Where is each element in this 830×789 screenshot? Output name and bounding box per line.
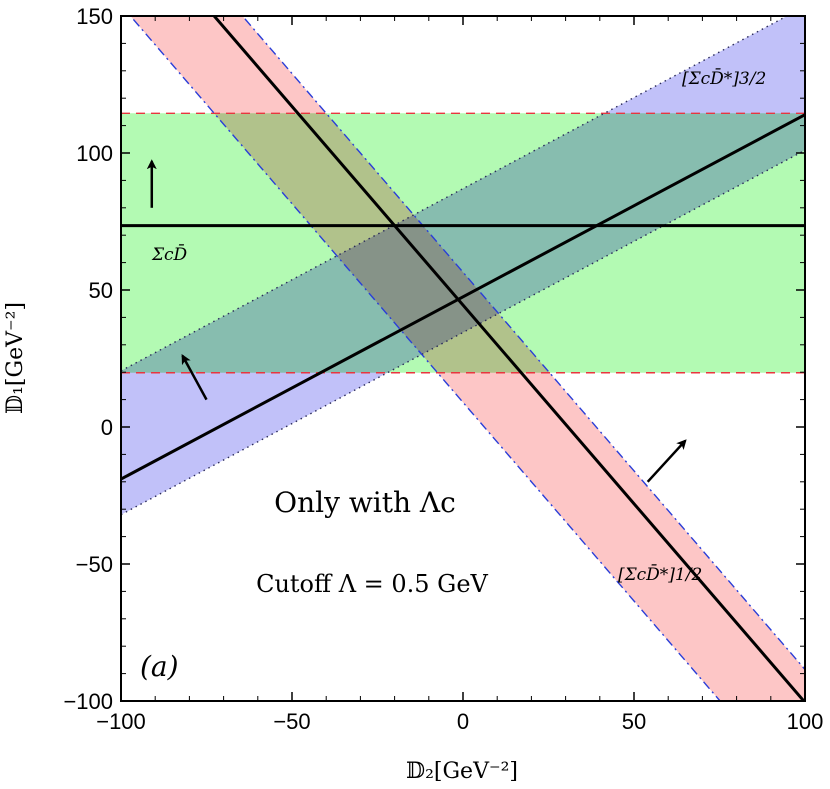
annotation-cutoff: Cutoff Λ = 0.5 GeV	[256, 570, 488, 598]
x-tick-label: −50	[273, 709, 310, 734]
band-1-center-line	[121, 113, 805, 481]
x-tick-label: −100	[96, 709, 146, 734]
band-2	[130, 16, 805, 701]
label-sigma-c-dbar: ΣcD̄	[151, 243, 188, 265]
x-tick-label: 50	[622, 709, 646, 734]
arrows-layer	[146, 159, 687, 483]
arrow-2	[646, 439, 687, 483]
band-edges-layer	[121, 16, 805, 701]
y-tick-label: 100	[76, 141, 113, 166]
x-axis-title: 𝔻₂[GeV⁻²]	[406, 759, 518, 784]
y-tick-label: 0	[101, 415, 113, 440]
band-2-center-line	[212, 16, 805, 701]
label-sigma-c-dbarstar-1-2: [ΣcD̄*]1/2	[618, 563, 702, 585]
bands-layer	[121, 16, 805, 701]
y-tick-label: −100	[63, 689, 113, 714]
y-tick-label: −50	[76, 552, 113, 577]
ticks-layer: −100 −50 0 50 100 −100 −50 0 50 100 150	[63, 4, 823, 734]
x-tick-label: 100	[787, 709, 824, 734]
x-tick-label: 0	[457, 709, 469, 734]
y-tick-label: 50	[89, 278, 113, 303]
annotation-only-with-lambda-c: Only with Λc	[274, 486, 456, 519]
center-lines-layer	[121, 16, 805, 701]
y-tick-label: 150	[76, 4, 113, 29]
y-axis-title: 𝔻₁[GeV⁻²]	[3, 302, 28, 414]
band-2-lower-edge	[129, 16, 722, 701]
label-sigma-c-dbarstar-3-2: [ΣcD̄*]3/2	[682, 67, 766, 89]
band-1	[121, 16, 805, 515]
panel-tag: (a)	[140, 650, 179, 683]
arrow-1	[181, 354, 208, 401]
